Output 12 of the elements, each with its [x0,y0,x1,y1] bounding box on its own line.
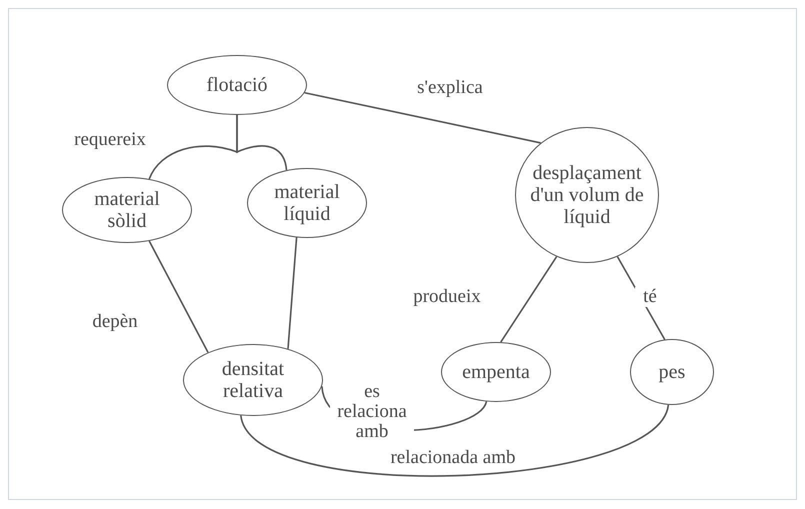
connector-line [500,256,558,343]
concept-text: desplaçament d'un volum de líquid [529,162,645,228]
connector-line [304,92,541,144]
concept-text: material líquid [273,181,341,225]
connector-line [287,237,298,349]
concept-text: pes [658,361,686,383]
connector-line [236,115,288,170]
concept-text: material sòlid [93,188,161,232]
connector-line [148,240,209,353]
concept-text: empenta [461,361,531,383]
concept-text: flotació [205,74,269,96]
concept-text: densitat relativa [220,358,286,402]
